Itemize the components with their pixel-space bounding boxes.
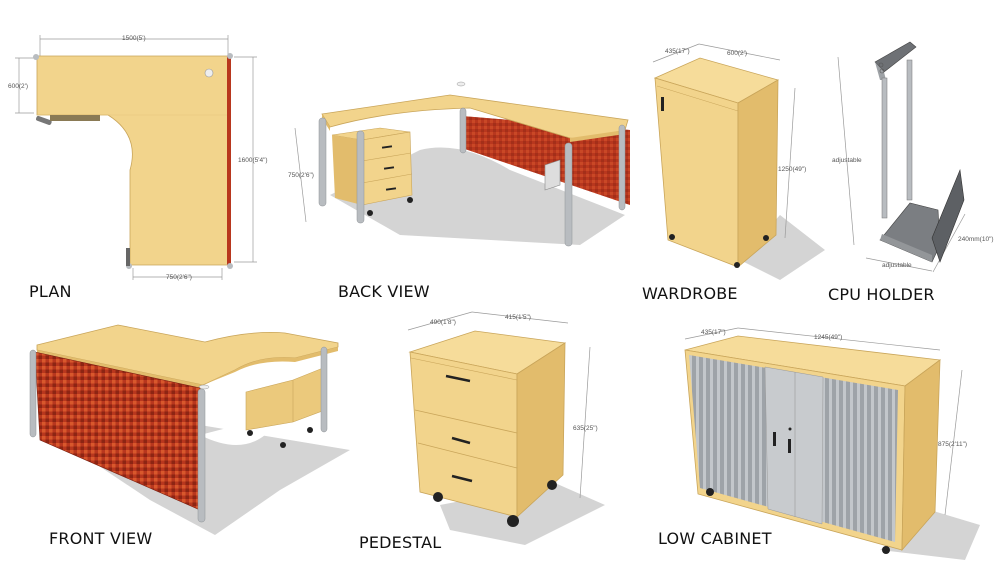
caption-plan: PLAN <box>29 282 72 301</box>
wardrobe-panel: 435(17") 600(2') 1250(49") WARDROBE <box>630 0 825 305</box>
pedestal-depth-dim: 490(1'8") <box>430 319 456 326</box>
cabinet-depth-dim: 435(17") <box>701 329 726 336</box>
cabinet-width-dim: 1245(49") <box>814 334 843 341</box>
front-view-drawing <box>29 324 350 535</box>
pedestal-panel: 490(1'8") 415(1'5") 635(25") PEDESTAL <box>359 305 630 582</box>
plan-drawing <box>15 35 257 280</box>
plan-width-dim: 1500(5') <box>122 35 146 42</box>
back-view-panel: 750(2'6") BACK VIEW <box>280 0 640 305</box>
caption-front-view: FRONT VIEW <box>49 529 153 548</box>
front-view-panel: FRONT VIEW <box>0 310 360 582</box>
caption-cpu-holder: CPU HOLDER <box>828 285 935 304</box>
cpu-height-dim: adjustable <box>832 157 862 164</box>
back-height-dim: 750(2'6") <box>288 172 314 179</box>
cabinet-height-dim: 875(2'11") <box>938 441 968 448</box>
cpu-holder-panel: adjustable adjustable 240mm(10") CPU HOL… <box>820 0 1000 305</box>
low-cabinet-panel: 435(17") 1245(49") 875(2'11") LOW CABINE… <box>640 310 1000 582</box>
plan-panel: 1500(5') 600(2') 1600(5'4") 750(2'6") PL… <box>0 0 280 305</box>
back-view-drawing <box>294 81 630 247</box>
wardrobe-depth-dim: 435(17") <box>665 48 690 55</box>
wardrobe-drawing <box>652 43 825 280</box>
low-cabinet-drawing <box>684 327 980 560</box>
caption-pedestal: PEDESTAL <box>359 533 442 552</box>
plan-length-dim: 1600(5'4") <box>238 157 268 164</box>
pedestal-width-dim: 415(1'5") <box>505 314 531 321</box>
wardrobe-width-dim: 600(2') <box>727 50 748 57</box>
pedestal-drawing <box>407 311 605 545</box>
plan-return-dim: 750(2'6") <box>166 274 192 281</box>
caption-back-view: BACK VIEW <box>338 282 430 301</box>
wardrobe-height-dim: 1250(49") <box>778 166 807 173</box>
plan-depth-dim: 600(2') <box>8 83 29 90</box>
caption-wardrobe: WARDROBE <box>642 284 738 303</box>
cpu-holder-drawing <box>837 41 966 273</box>
caption-low-cabinet: LOW CABINET <box>658 529 772 548</box>
pedestal-height-dim: 635(25") <box>573 425 598 432</box>
cpu-depth-dim: 240mm(10") <box>958 236 994 243</box>
cpu-width-dim: adjustable <box>882 262 912 269</box>
